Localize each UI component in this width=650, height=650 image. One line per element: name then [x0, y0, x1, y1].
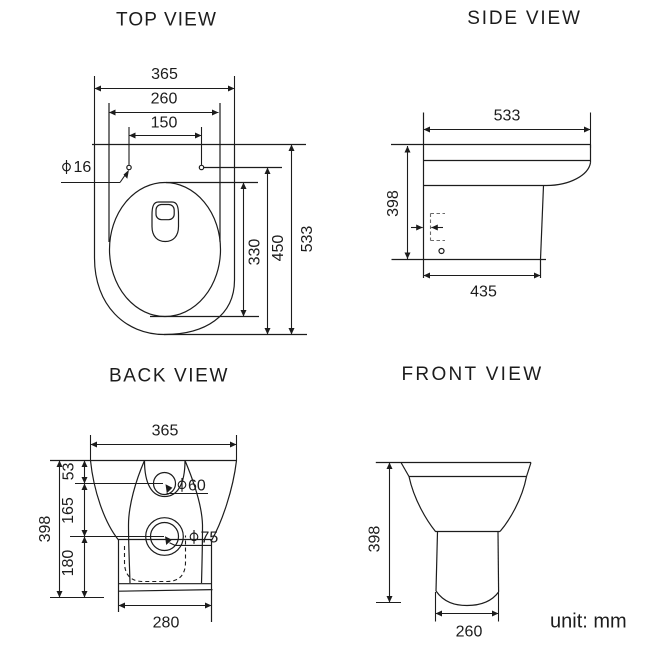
- svg-text:533: 533: [494, 108, 521, 125]
- svg-text:FRONT VIEW: FRONT VIEW: [402, 364, 544, 385]
- svg-text:unit: mm: unit: mm: [550, 611, 627, 633]
- svg-text:16: 16: [74, 159, 92, 176]
- svg-text:533: 533: [299, 226, 316, 253]
- svg-text:180: 180: [60, 550, 77, 577]
- svg-text:450: 450: [270, 235, 287, 262]
- svg-text:260: 260: [456, 624, 483, 641]
- svg-text:BACK VIEW: BACK VIEW: [109, 366, 229, 387]
- svg-text:280: 280: [153, 615, 180, 632]
- svg-text:365: 365: [151, 66, 178, 83]
- svg-text:75: 75: [201, 530, 219, 547]
- svg-text:150: 150: [151, 115, 178, 132]
- svg-text:165: 165: [60, 497, 77, 524]
- svg-text:SIDE VIEW: SIDE VIEW: [467, 8, 581, 29]
- svg-text:260: 260: [151, 91, 178, 108]
- svg-text:398: 398: [37, 516, 54, 543]
- svg-text:435: 435: [470, 284, 497, 301]
- svg-text:365: 365: [152, 423, 179, 440]
- svg-text:398: 398: [385, 190, 402, 217]
- svg-text:60: 60: [188, 478, 206, 495]
- svg-text:TOP VIEW: TOP VIEW: [116, 10, 217, 31]
- svg-text:330: 330: [247, 239, 264, 266]
- svg-text:398: 398: [367, 526, 384, 553]
- svg-text:53: 53: [61, 463, 78, 481]
